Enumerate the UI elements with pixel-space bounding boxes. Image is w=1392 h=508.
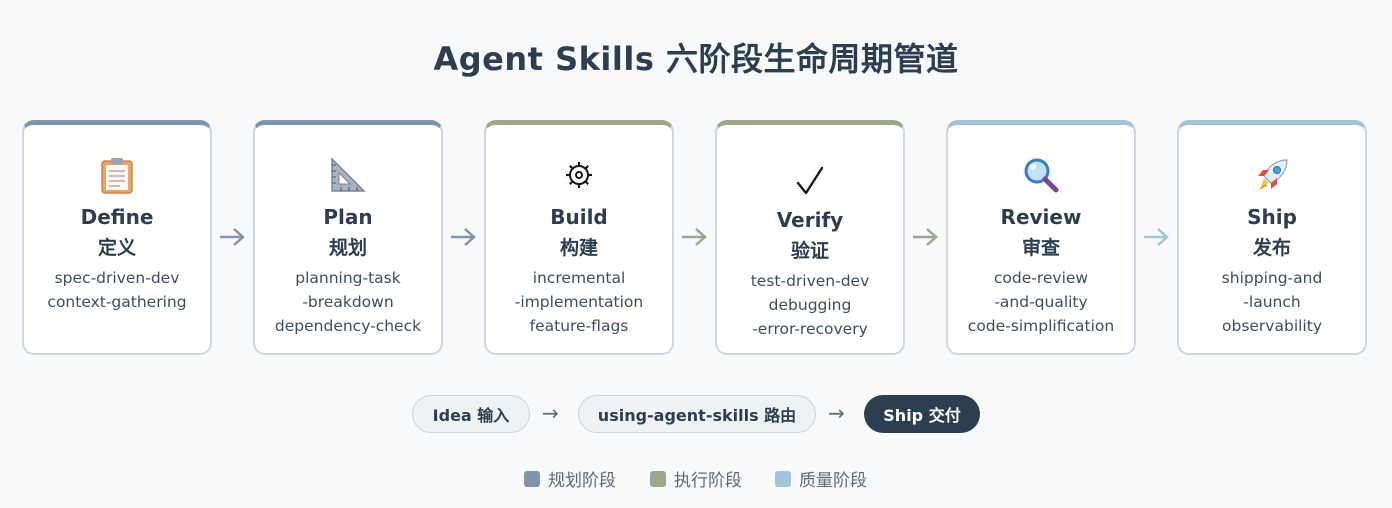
stage-name-en: Ship	[1247, 205, 1297, 229]
legend-label: 执行阶段	[674, 471, 742, 491]
stage-name-en: Verify	[776, 208, 844, 232]
stage-name-zh: 审查	[1021, 237, 1060, 259]
legend-label: 规划阶段	[548, 471, 616, 491]
stage-skills: spec-driven-dev context-gathering	[24, 266, 210, 314]
flow-row: Idea 输入 → using-agent-skills 路由 → Ship 交…	[0, 395, 1392, 435]
stage-card-plan: Plan 规划 planning-task -breakdown depende…	[253, 120, 443, 355]
arrow-right-icon	[1144, 228, 1169, 246]
stage-name-en: Define	[80, 205, 154, 229]
legend-item-execution: 执行阶段	[650, 466, 742, 491]
stage-card-review: Review 审查 code-review -and-quality code-…	[946, 120, 1136, 355]
gear-icon	[486, 155, 672, 195]
stage-name-zh: 规划	[328, 237, 367, 259]
triangle-ruler-icon	[255, 155, 441, 195]
skill-line: -breakdown	[302, 293, 394, 311]
skill-line: code-simplification	[967, 317, 1115, 335]
stage-card-build: Build 构建 incremental -implementation fea…	[484, 120, 674, 355]
router-pill: using-agent-skills 路由	[578, 395, 816, 433]
arrow-right-icon	[220, 228, 245, 246]
stage-name-zh: 定义	[97, 237, 136, 259]
skill-line: -and-quality	[994, 293, 1088, 311]
skill-line: planning-task	[295, 269, 401, 287]
skill-line: test-driven-dev	[750, 272, 870, 290]
page-title: Agent Skills 六阶段生命周期管道	[433, 40, 959, 78]
stage-card-define: Define 定义 spec-driven-dev context-gather…	[22, 120, 212, 355]
checkmark-icon	[717, 161, 903, 201]
legend-swatch	[775, 470, 791, 487]
arrow-right-icon	[451, 228, 476, 246]
stage-name-en: Build	[550, 205, 608, 229]
legend-item-planning: 规划阶段	[524, 466, 616, 491]
stage-skills: shipping-and -launch observability	[1179, 266, 1365, 338]
stage-name-en: Plan	[323, 205, 373, 229]
skill-line: shipping-and	[1221, 269, 1323, 287]
skill-line: incremental	[532, 269, 626, 287]
skill-line: observability	[1222, 317, 1322, 335]
legend-label: 质量阶段	[799, 471, 867, 491]
skill-line: -error-recovery	[752, 320, 868, 338]
arrow-right-icon	[913, 228, 938, 246]
stage-skills: code-review -and-quality code-simplifica…	[948, 266, 1134, 338]
skill-line: -implementation	[514, 293, 644, 311]
stage-skills: incremental -implementation feature-flag…	[486, 266, 672, 338]
stage-card-verify: Verify 验证 test-driven-dev debugging -err…	[715, 120, 905, 355]
skill-line: dependency-check	[274, 317, 422, 335]
magnifier-icon	[948, 155, 1134, 195]
stage-name-en: Review	[1000, 205, 1082, 229]
legend-swatch	[524, 470, 540, 487]
stage-name-zh: 验证	[790, 240, 829, 262]
legend-swatch	[650, 470, 666, 487]
skill-line: code-review	[993, 269, 1089, 287]
stage-skills: test-driven-dev debugging -error-recover…	[717, 269, 903, 341]
idea-input-pill: Idea 输入	[412, 395, 530, 433]
stage-name-zh: 发布	[1252, 237, 1291, 259]
stage-card-ship: Ship 发布 shipping-and -launch observabili…	[1177, 120, 1367, 355]
stage-name-zh: 构建	[559, 237, 598, 259]
skill-line: feature-flags	[529, 317, 629, 335]
arrow-right-icon	[682, 228, 707, 246]
rocket-icon	[1179, 155, 1365, 195]
skill-line: debugging	[768, 296, 852, 314]
stage-skills: planning-task -breakdown dependency-chec…	[255, 266, 441, 338]
skill-line: -launch	[1243, 293, 1301, 311]
legend-item-quality: 质量阶段	[775, 466, 867, 491]
legend: 规划阶段 执行阶段 质量阶段	[0, 466, 1392, 492]
ship-output-pill: Ship 交付	[864, 395, 980, 433]
skill-line: spec-driven-dev	[54, 269, 180, 287]
flow-arrow: →	[828, 401, 845, 425]
flow-arrow: →	[542, 401, 559, 425]
skill-line: context-gathering	[47, 293, 187, 311]
clipboard-icon	[24, 155, 210, 195]
